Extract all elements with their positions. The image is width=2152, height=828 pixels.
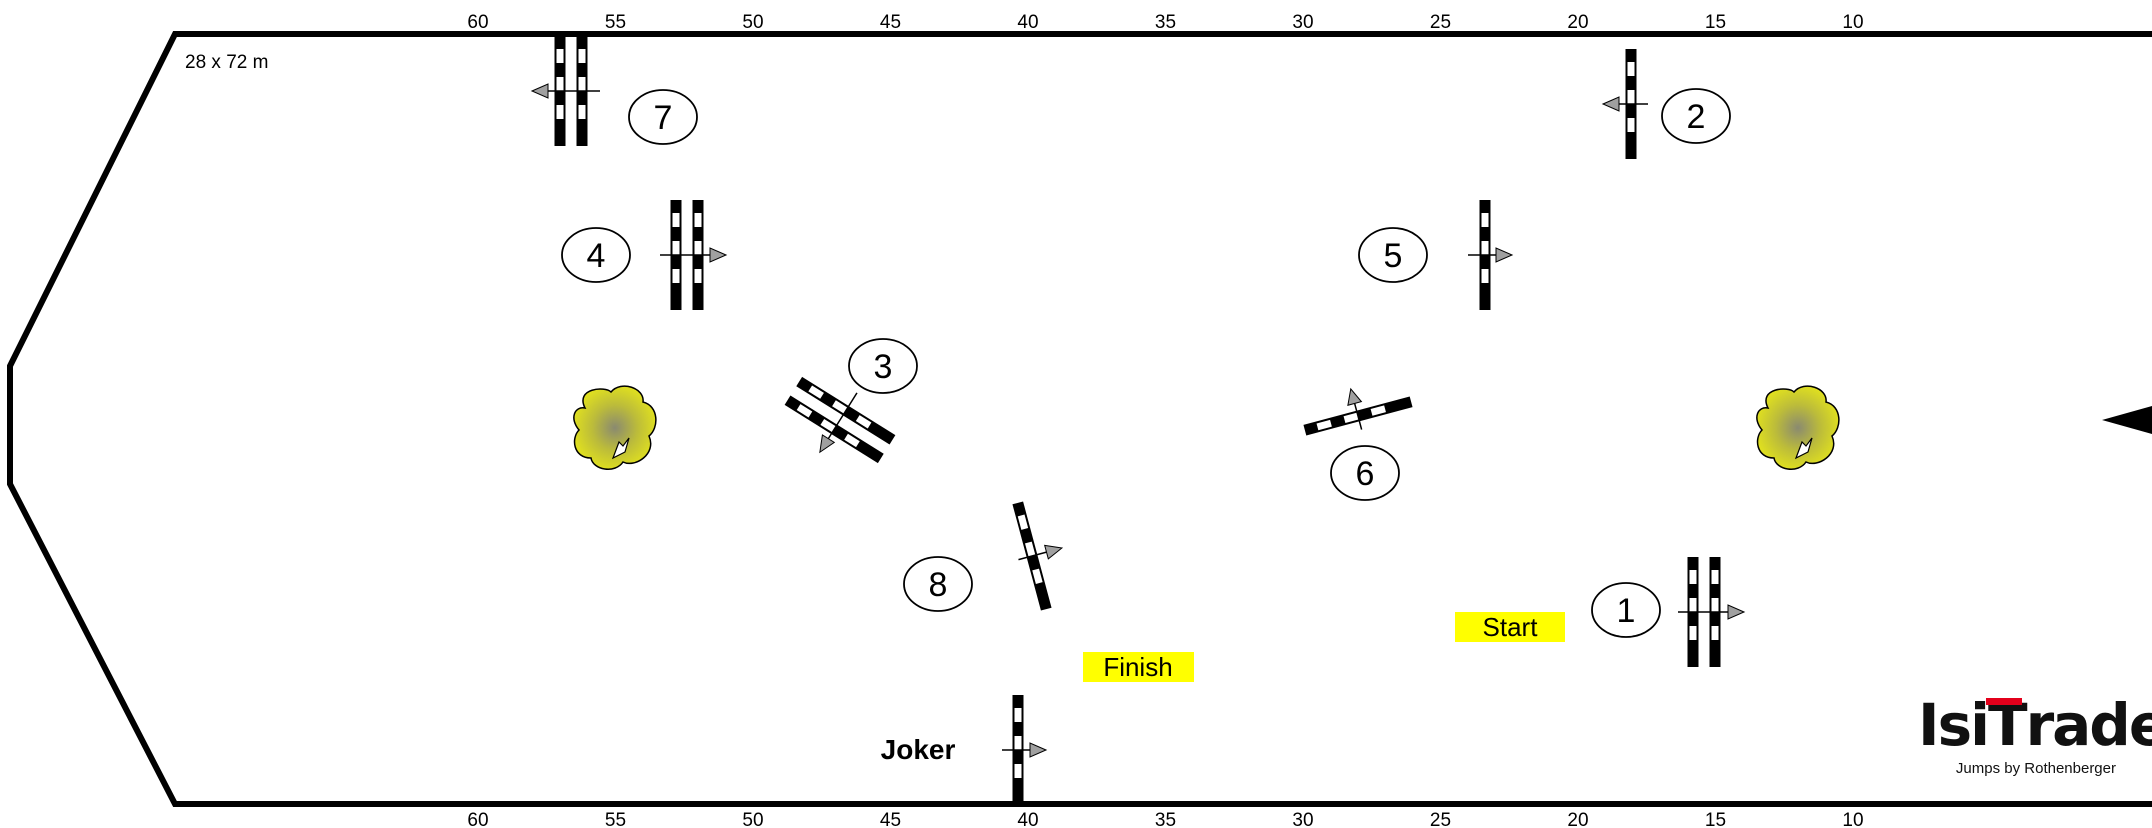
- scale-tick-label: 10: [1842, 810, 1863, 828]
- svg-text:1: 1: [1617, 592, 1636, 630]
- fence-8: [1012, 501, 1064, 611]
- svg-text:8: 8: [929, 566, 948, 604]
- direction-arrow-icon: [1043, 544, 1064, 560]
- arena-boundary: [7, 31, 2152, 807]
- svg-text:4: 4: [587, 237, 606, 275]
- svg-text:7: 7: [654, 99, 673, 137]
- direction-arrow-icon: [1029, 742, 1048, 758]
- scale-bottom: 60 55 50 45 40 35 30 25 20 15 10: [467, 810, 1863, 828]
- fence-2: [1601, 49, 1648, 159]
- fence-7: [530, 36, 600, 146]
- direction-arrow-icon: [1495, 247, 1514, 263]
- entry-arrow-icon: [2102, 406, 2152, 434]
- tree-icon: [573, 385, 657, 470]
- scale-tick-label: 15: [1705, 810, 1726, 828]
- fence-number-1: 1: [1591, 582, 1661, 638]
- fence-3: [784, 376, 896, 464]
- scale-tick-label: 25: [1430, 810, 1451, 828]
- isitrade-logo: IsiTrade Jumps by Rothenberger: [1918, 691, 2152, 782]
- direction-arrow-icon: [530, 83, 549, 99]
- fence-number-5: 5: [1358, 227, 1428, 283]
- fence-number-7: 7: [628, 89, 698, 145]
- scale-tick-label: 40: [1017, 810, 1038, 828]
- direction-arrow-icon: [1347, 387, 1363, 406]
- fence-4: [660, 200, 728, 310]
- scale-tick-label: 35: [1155, 12, 1176, 33]
- scale-tick-label: 15: [1705, 12, 1726, 33]
- scale-tick-label: 30: [1292, 810, 1313, 828]
- fence-5: [1468, 200, 1514, 310]
- direction-arrow-icon: [819, 434, 836, 454]
- logo-wordmark: IsiTrade: [1918, 691, 2152, 759]
- direction-arrow-icon: [1727, 604, 1746, 620]
- fence-number-4: 4: [561, 227, 631, 283]
- scale-tick-label: 45: [880, 810, 901, 828]
- svg-text:6: 6: [1356, 455, 1375, 493]
- scale-tick-label: 25: [1430, 12, 1451, 33]
- logo-subtitle: Jumps by Rothenberger: [1955, 760, 2116, 777]
- fence-number-2: 2: [1661, 88, 1731, 144]
- fence-1: [1678, 557, 1746, 667]
- scale-tick-label: 55: [605, 12, 626, 33]
- tree-icon: [1756, 385, 1840, 470]
- fence-joker: [1002, 695, 1048, 805]
- fence-number-8: 8: [903, 556, 973, 612]
- scale-tick-label: 20: [1567, 810, 1588, 828]
- scale-tick-label: 50: [742, 810, 763, 828]
- fence-number-3: 3: [848, 338, 918, 394]
- scale-tick-label: 60: [467, 810, 488, 828]
- joker-label: Joker: [881, 734, 956, 765]
- svg-text:3: 3: [874, 348, 893, 386]
- svg-text:Finish: Finish: [1103, 652, 1172, 682]
- scale-tick-label: 60: [467, 12, 488, 33]
- scale-tick-label: 45: [880, 12, 901, 33]
- svg-text:2: 2: [1687, 98, 1706, 136]
- fence-number-6: 6: [1330, 445, 1400, 501]
- fence-6: [1303, 387, 1413, 436]
- direction-arrow-icon: [709, 247, 728, 263]
- scale-tick-label: 55: [605, 810, 626, 828]
- scale-tick-label: 30: [1292, 12, 1313, 33]
- start-label: Start: [1455, 612, 1565, 642]
- scale-tick-label: 40: [1017, 12, 1038, 33]
- direction-arrow-icon: [1601, 96, 1620, 112]
- scale-top: 60 55 50 45 40 35 30 25 20 15 10: [467, 12, 1863, 33]
- scale-tick-label: 10: [1842, 12, 1863, 33]
- scale-tick-label: 20: [1567, 12, 1588, 33]
- arena-size-label: 28 x 72 m: [185, 52, 268, 73]
- scale-tick-label: 35: [1155, 810, 1176, 828]
- svg-text:Start: Start: [1483, 612, 1539, 642]
- svg-text:5: 5: [1384, 237, 1403, 275]
- scale-tick-label: 50: [742, 12, 763, 33]
- finish-label: Finish: [1083, 652, 1194, 682]
